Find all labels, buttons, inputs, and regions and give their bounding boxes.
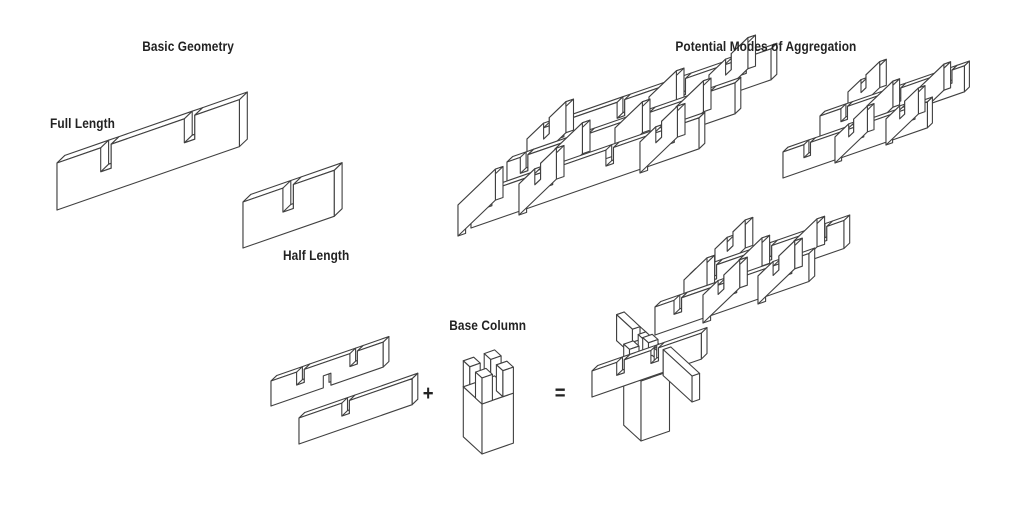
basic-geometry-title: Basic Geometry [118, 39, 258, 55]
base-column-label: Base Column [428, 318, 548, 334]
half-length-label: Half Length [283, 248, 358, 264]
face [481, 373, 493, 405]
face [518, 147, 557, 216]
face [238, 91, 248, 148]
basic-geometry-title-text: Basic Geometry [142, 39, 234, 54]
plank-pair-drawing [270, 335, 419, 445]
aggregation-title-text: Potential Modes of Aggregation [675, 39, 857, 54]
half-length-label-text: Half Length [283, 248, 350, 263]
aggregation-grid-large-drawing [457, 34, 778, 237]
face [734, 76, 742, 115]
face [242, 169, 335, 249]
face [702, 259, 741, 324]
face [757, 240, 796, 305]
face [662, 349, 693, 403]
face [639, 105, 678, 174]
column-assembly-drawing [591, 311, 708, 442]
face [698, 111, 706, 150]
face [502, 366, 514, 398]
face [640, 370, 671, 442]
full-length-plank-drawing [56, 91, 248, 211]
face [56, 99, 240, 211]
full-length-label: Full Length [50, 116, 124, 132]
half-length-plank-drawing [242, 162, 343, 249]
base-column-drawing [462, 349, 514, 455]
face [495, 364, 504, 398]
face [270, 341, 384, 407]
face [885, 87, 919, 146]
face [591, 332, 702, 398]
plus-sign: + [412, 381, 444, 406]
face [474, 371, 483, 405]
face [691, 372, 701, 403]
equals-sign-text: = [554, 382, 566, 405]
aggregation-grid-top-right-drawing [782, 58, 970, 179]
aggregation-title: Potential Modes of Aggregation [616, 39, 916, 55]
equals-sign: = [544, 381, 576, 406]
face [298, 378, 413, 445]
base-column-label-text: Base Column [449, 318, 527, 333]
plus-sign-text: + [422, 382, 434, 405]
full-length-label-text: Full Length [50, 116, 115, 131]
face [333, 162, 343, 217]
face [834, 105, 868, 164]
aggregation-grid-mid-drawing [654, 214, 851, 336]
face [457, 168, 496, 237]
